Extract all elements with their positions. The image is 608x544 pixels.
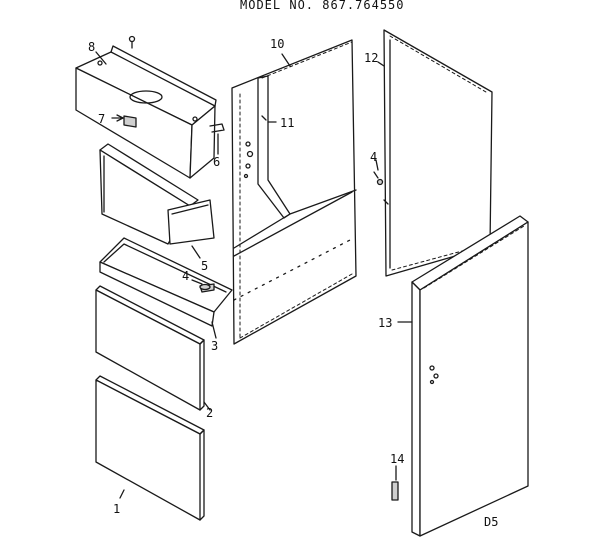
callout-6: 6 bbox=[213, 155, 220, 169]
part-13-right-side-panel bbox=[411, 215, 529, 537]
callout-7: 7 bbox=[98, 112, 105, 126]
part-5-inner-panel bbox=[99, 143, 215, 245]
part-10-left-side-panel bbox=[231, 39, 357, 345]
callout-12: 12 bbox=[364, 51, 378, 65]
part-8-top-panel bbox=[75, 35, 225, 179]
callout-8: 8 bbox=[88, 40, 95, 54]
callout-1: 1 bbox=[113, 502, 120, 516]
callout-4-left: 4 bbox=[182, 269, 189, 283]
model-number-header: MODEL NO. 867.764550 bbox=[240, 0, 405, 12]
part-14-fitting bbox=[391, 481, 399, 501]
callout-10: 10 bbox=[270, 37, 284, 51]
part-12-back-panel bbox=[373, 29, 493, 277]
part-1-lower-door bbox=[95, 375, 205, 521]
callout-4-right: 4 bbox=[370, 150, 377, 164]
callout-13: 13 bbox=[378, 316, 392, 330]
diagram-code: D5 bbox=[484, 515, 498, 529]
callout-11: 11 bbox=[280, 116, 294, 130]
part-3-tray bbox=[99, 237, 233, 327]
callout-5: 5 bbox=[201, 259, 208, 273]
part-4-screw bbox=[199, 283, 211, 291]
callout-14: 14 bbox=[390, 452, 404, 466]
part-2-upper-door bbox=[95, 285, 205, 411]
callout-3: 3 bbox=[211, 339, 218, 353]
callout-2: 2 bbox=[206, 406, 213, 420]
leader-lines bbox=[95, 51, 413, 499]
